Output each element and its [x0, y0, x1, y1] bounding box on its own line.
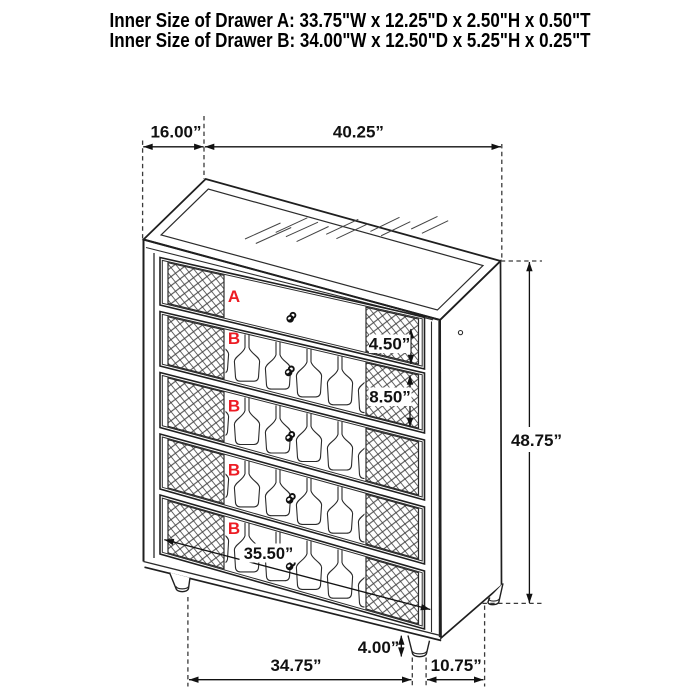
svg-text:40.25”: 40.25”: [333, 123, 384, 142]
svg-text:Inner Size of Drawer A: 33.75": Inner Size of Drawer A: 33.75"W x 12.25"…: [110, 10, 591, 32]
svg-text:4.50”: 4.50”: [369, 335, 411, 354]
svg-text:B: B: [228, 461, 240, 480]
svg-text:B: B: [228, 329, 240, 348]
svg-text:10.75”: 10.75”: [431, 656, 482, 675]
svg-text:35.50”: 35.50”: [244, 545, 294, 563]
svg-text:8.50”: 8.50”: [369, 388, 411, 407]
svg-text:16.00”: 16.00”: [150, 123, 201, 142]
svg-text:B: B: [228, 397, 240, 416]
svg-text:B: B: [228, 519, 240, 538]
svg-text:4.00”: 4.00”: [358, 638, 400, 657]
svg-text:A: A: [228, 287, 240, 306]
svg-text:Inner Size of Drawer B: 34.00": Inner Size of Drawer B: 34.00"W x 12.50"…: [110, 30, 591, 52]
svg-text:34.75”: 34.75”: [270, 656, 321, 675]
svg-text:48.75”: 48.75”: [511, 431, 562, 450]
